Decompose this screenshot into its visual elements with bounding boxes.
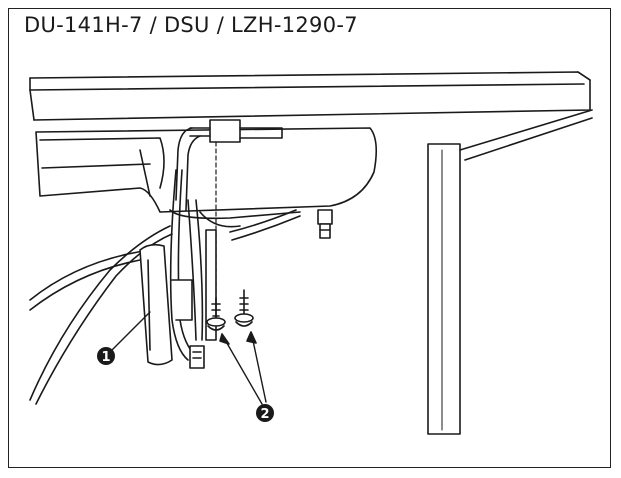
callout-2-leader-left xyxy=(223,337,263,405)
svg-text:2: 2 xyxy=(260,407,269,422)
callout-1: 1 xyxy=(97,347,115,365)
callout-1-leader xyxy=(111,311,151,351)
wood-screw-right xyxy=(234,289,254,327)
sensor-bracket xyxy=(175,119,283,211)
machine-bed xyxy=(35,127,378,228)
table-top xyxy=(29,71,591,121)
svg-text:1: 1 xyxy=(101,350,110,365)
arrowhead-right xyxy=(246,331,257,344)
diagram-title: DU-141H-7 / DSU / LZH-1290-7 xyxy=(24,13,358,37)
control-box xyxy=(139,243,193,366)
connector-plug xyxy=(189,345,205,369)
vertical-rod xyxy=(205,229,217,341)
bed-bolt xyxy=(317,209,333,239)
callout-2: 2 xyxy=(256,404,274,422)
table-leg xyxy=(427,109,593,435)
callout-2-leader-right xyxy=(251,335,267,403)
arrowhead-left xyxy=(219,333,230,345)
wood-screw-left xyxy=(206,297,226,331)
